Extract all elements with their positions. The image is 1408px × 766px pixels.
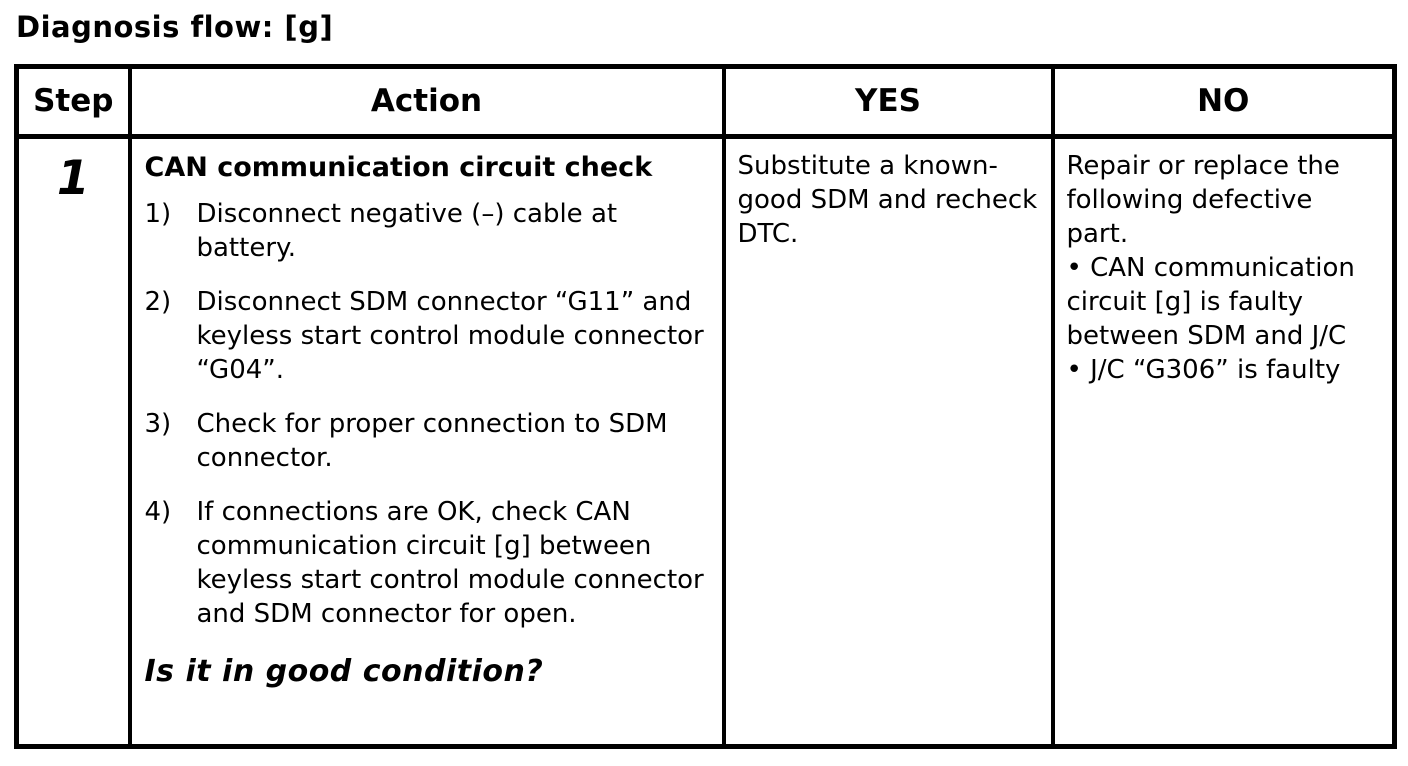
list-number-marker: 1) bbox=[144, 199, 172, 229]
header-no: NO bbox=[1050, 64, 1397, 139]
no-bullet-item: • J/C “G306” is faulty bbox=[1066, 355, 1341, 385]
action-step-text: If connections are OK, check CAN communi… bbox=[196, 497, 704, 629]
table-header-row: Step Action YES NO bbox=[14, 64, 1397, 139]
action-step-item: 2) Disconnect SDM connector “G11” and ke… bbox=[145, 285, 708, 387]
list-number-marker: 3) bbox=[144, 409, 172, 439]
action-heading: CAN communication circuit check bbox=[144, 152, 653, 183]
step-number: 1 bbox=[56, 151, 90, 206]
no-intro-text: Repair or replace the following defectiv… bbox=[1066, 151, 1340, 249]
action-step-text: Disconnect SDM connector “G11” and keyle… bbox=[196, 287, 704, 385]
action-step-text: Disconnect negative (–) cable at battery… bbox=[196, 199, 618, 263]
yes-text: Substitute a known-good SDM and recheck … bbox=[737, 151, 1038, 249]
action-step-item: 3) Check for proper connection to SDM co… bbox=[145, 407, 708, 475]
action-question: Is it in good condition? bbox=[144, 654, 544, 689]
action-step-list: 1) Disconnect negative (–) cable at batt… bbox=[145, 197, 708, 631]
table-row: 1 CAN communication circuit check 1) Dis… bbox=[14, 134, 1397, 749]
diagnosis-flow-table: Step Action YES NO 1 CAN communication c… bbox=[14, 64, 1397, 749]
step-cell: 1 bbox=[14, 134, 132, 749]
page-title: Diagnosis flow: [g] bbox=[16, 10, 334, 44]
list-number-marker: 2) bbox=[144, 287, 172, 317]
header-step: Step bbox=[14, 64, 132, 139]
no-bullet-item: • CAN communication circuit [g] is fault… bbox=[1066, 253, 1355, 351]
no-cell: Repair or replace the following defectiv… bbox=[1050, 134, 1397, 749]
action-step-text: Check for proper connection to SDM conne… bbox=[196, 409, 668, 473]
header-action: Action bbox=[127, 64, 726, 139]
yes-cell: Substitute a known-good SDM and recheck … bbox=[721, 134, 1055, 749]
action-cell: CAN communication circuit check 1) Disco… bbox=[127, 134, 726, 749]
header-yes: YES bbox=[721, 64, 1055, 139]
action-step-item: 4) If connections are OK, check CAN comm… bbox=[145, 495, 708, 631]
list-number-marker: 4) bbox=[144, 497, 172, 527]
action-step-item: 1) Disconnect negative (–) cable at batt… bbox=[145, 197, 708, 265]
